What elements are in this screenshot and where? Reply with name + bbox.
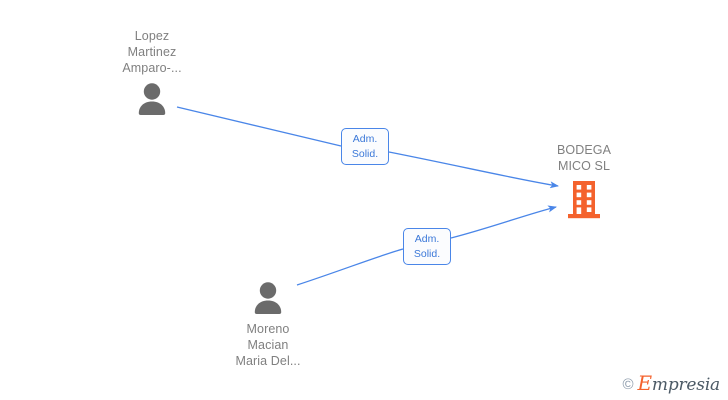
watermark-rest: mpresia <box>651 375 720 395</box>
node-person-moreno-label: Moreno Macian Maria Del... <box>235 322 301 368</box>
edge-label-adm-solid-1[interactable]: Adm. Solid. <box>341 128 389 165</box>
copyright-icon: © <box>622 376 634 393</box>
edge-moreno-to-bodega <box>296 248 404 286</box>
edge-label-adm-solid-2[interactable]: Adm. Solid. <box>403 228 451 265</box>
watermark: © Empresia <box>622 373 721 395</box>
watermark-brand: Empresia <box>638 373 721 395</box>
person-icon <box>254 282 282 314</box>
person-icon <box>138 83 166 115</box>
node-person-moreno[interactable]: Moreno Macian Maria Del... <box>205 281 331 369</box>
node-company-bodega-label: BODEGA MICO SL <box>556 143 612 173</box>
node-person-lopez-label: Lopez Martinez Amparo-... <box>122 29 182 75</box>
building-icon <box>568 181 600 219</box>
node-person-lopez[interactable]: Lopez Martinez Amparo-... <box>92 28 212 116</box>
watermark-initial: E <box>637 371 653 395</box>
node-company-bodega[interactable]: BODEGA MICO SL <box>522 142 646 220</box>
